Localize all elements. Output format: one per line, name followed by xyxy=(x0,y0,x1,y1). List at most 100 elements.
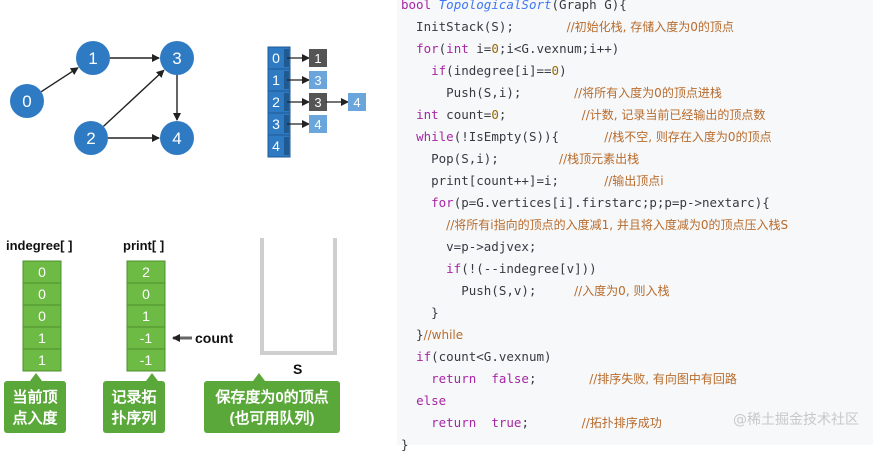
adj-node-label: 3 xyxy=(314,95,321,110)
code-line: for(p=G.vertices[i].firstarc;p;p=p->next… xyxy=(401,192,770,214)
adj-node-label: 1 xyxy=(314,51,321,66)
print-caption-text: 扑序列 xyxy=(111,409,156,427)
code-token xyxy=(401,349,416,364)
code-token: (indegree[i]== xyxy=(446,63,552,78)
code-token: v=p->adjvex; xyxy=(401,239,537,254)
code-line: print[count++]=i; //输出顶点i xyxy=(401,170,664,192)
indegree-cell: 1 xyxy=(22,348,62,372)
graph-node-label: 2 xyxy=(86,129,95,148)
code-comment: //初始化栈, 存储入度为0的顶点 xyxy=(566,20,734,34)
code-panel: bool TopologicalSort(Graph G){ InitStack… xyxy=(397,0,873,452)
adj-node-3-4: 4 xyxy=(309,115,327,133)
code-token: (Graph G){ xyxy=(551,0,627,12)
print-cell-value: 0 xyxy=(142,286,150,302)
indegree-cell-value: 1 xyxy=(38,352,46,368)
adj-node-label: 4 xyxy=(353,95,360,110)
code-line: v=p->adjvex; xyxy=(401,236,536,258)
indegree-caption-text: 点入度 xyxy=(12,409,58,427)
code-token: i= xyxy=(468,41,492,56)
adj-node-label: 4 xyxy=(314,117,321,132)
code-token: if xyxy=(431,63,447,78)
code-token: while xyxy=(416,129,454,144)
code-line: if(!(--indegree[v])) xyxy=(401,258,597,280)
code-comment: //入度为0, 则入栈 xyxy=(574,284,670,298)
graph-node-label: 0 xyxy=(22,92,31,111)
code-token xyxy=(401,393,416,408)
code-token xyxy=(401,195,431,210)
graph-node-label: 3 xyxy=(172,49,181,68)
code-token: if xyxy=(416,349,432,364)
code-comment: //输出顶点i xyxy=(604,174,664,188)
code-token: if xyxy=(446,261,462,276)
code-token: for xyxy=(416,41,439,56)
adj-vertex-1: 1 xyxy=(267,68,291,92)
graph-node-1: 1 xyxy=(76,41,110,75)
code-comment: //栈顶元素出栈 xyxy=(559,152,640,166)
adj-vertex-label: 1 xyxy=(272,72,280,88)
code-token xyxy=(476,371,491,386)
stack-caption: 保存度为0的顶点(也可用队列) xyxy=(204,373,340,433)
graph-node-3: 3 xyxy=(160,41,194,75)
code-comment: //排序失败, 有向图中有回路 xyxy=(589,372,737,386)
code-line: Push(S,v); //入度为0, 则入栈 xyxy=(401,280,669,302)
code-line: } xyxy=(401,302,439,324)
code-token: 0 xyxy=(491,41,499,56)
code-line: Push(S,i); //将所有入度为0的顶点进栈 xyxy=(401,82,722,104)
code-token: ( xyxy=(438,41,447,56)
indegree-cell-value: 0 xyxy=(38,308,46,324)
code-token: Pop(S,i); xyxy=(401,151,560,166)
adj-vertex-0: 0 xyxy=(267,46,291,70)
code-comment: //while xyxy=(423,328,464,342)
code-line: if(count<G.vexnum) xyxy=(401,346,552,368)
code-token xyxy=(401,63,431,78)
code-token: else xyxy=(416,393,447,408)
graph-node-label: 4 xyxy=(172,129,181,148)
code-token xyxy=(401,41,416,56)
stack-container xyxy=(260,238,337,355)
stack-caption-text: 保存度为0的顶点 xyxy=(214,388,328,406)
graph-edge-0-1 xyxy=(40,67,79,93)
code-token: (!IsEmpty(S)){ xyxy=(453,129,605,144)
print-header: print[ ] xyxy=(123,238,164,253)
code-token: return xyxy=(431,371,477,386)
code-token xyxy=(401,261,446,276)
code-token xyxy=(401,217,446,232)
graph-node-label: 1 xyxy=(88,49,97,68)
adj-vertex-2: 2 xyxy=(267,90,291,114)
code-token: bool xyxy=(401,0,439,12)
adj-vertex-label: 2 xyxy=(272,94,280,110)
code-comment: //计数, 记录当前已经输出的顶点数 xyxy=(581,108,766,122)
code-line: bool TopologicalSort(Graph G){ xyxy=(401,0,627,16)
graph-node-0: 0 xyxy=(10,84,44,118)
print-cell-value: -1 xyxy=(140,352,153,368)
graph-node-4: 4 xyxy=(160,121,194,155)
adj-node-0-1: 1 xyxy=(309,49,327,67)
adj-vertex-label: 4 xyxy=(272,138,280,154)
graph-edge-2-3 xyxy=(102,69,165,127)
indegree-cell-value: 0 xyxy=(38,264,46,280)
code-token: return xyxy=(431,415,477,430)
indegree-cell: 0 xyxy=(22,282,62,306)
print-cell: 2 xyxy=(126,260,166,284)
code-line: else xyxy=(401,390,446,412)
code-token xyxy=(401,415,431,430)
indegree-cell: 0 xyxy=(22,260,62,284)
code-token: TopologicalSort xyxy=(438,0,552,12)
code-line: //将所有i指向的顶点的入度减1, 并且将入度减为0的顶点压入栈S xyxy=(401,214,788,236)
code-token xyxy=(476,415,491,430)
code-line: int count=0; //计数, 记录当前已经输出的顶点数 xyxy=(401,104,765,126)
code-token: int xyxy=(416,107,439,122)
code-token: for xyxy=(431,195,454,210)
indegree-cell: 0 xyxy=(22,304,62,328)
adj-node-1-3: 3 xyxy=(309,71,327,89)
code-token: Push(S,v); xyxy=(401,283,575,298)
code-token: Push(S,i); xyxy=(401,85,575,100)
code-token: } xyxy=(401,327,424,342)
watermark: @稀土掘金技术社区 xyxy=(733,412,859,428)
code-token: (count<G.vexnum) xyxy=(431,349,552,364)
indegree-caption-text: 当前顶 xyxy=(12,388,57,406)
